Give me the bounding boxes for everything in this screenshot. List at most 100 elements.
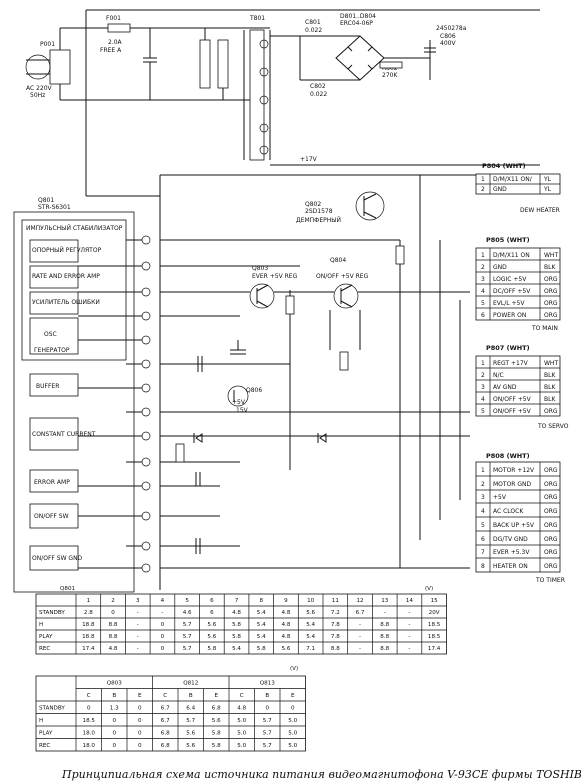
- p808-pin3-col: ORG: [544, 494, 558, 501]
- p805-pin6-col: ORG: [544, 312, 558, 319]
- p808-pin1-sig: MOTOR +12V: [493, 467, 535, 474]
- table2-cell: 6.4: [186, 706, 195, 712]
- table1-cell: 5.8: [207, 646, 216, 652]
- p808-pin2-col: ORG: [544, 481, 558, 488]
- p808-pin6-col: ORG: [544, 536, 558, 543]
- bridge-cap2-val: 0.022: [310, 91, 327, 98]
- p804-pin2-col: YL: [543, 186, 552, 193]
- table2-group: Q813: [260, 681, 276, 687]
- table1-cell: 5.8: [232, 622, 241, 628]
- table2-cell: 0: [138, 743, 142, 749]
- table1-cell: 4.8: [281, 610, 290, 616]
- p808-pin5-sig: BACK UP +5V: [493, 522, 535, 529]
- table1-cell: 0: [161, 622, 165, 628]
- table1-cell: -: [137, 634, 139, 640]
- p808-name: P808 (WHT): [486, 452, 530, 460]
- p807-pin1: 1: [481, 360, 485, 367]
- p807-pin4-sig: ON/OFF +5V: [493, 396, 532, 403]
- table2-cell: 6.8: [161, 731, 170, 737]
- p808-pin4: 4: [481, 508, 485, 515]
- table1-header: 4: [161, 598, 165, 604]
- bridge-r: R802: [382, 65, 398, 72]
- bridge-part: ERC04-06P: [340, 20, 373, 27]
- table2-cell: 5.7: [263, 718, 272, 724]
- connector-p805: P805 (WHT) 1 D/M/X11 ON WHT 2 GND BLK 3 …: [475, 236, 561, 332]
- rail-15v: 15V: [236, 407, 249, 414]
- p808-pin4-sig: AC CLOCK: [493, 508, 524, 515]
- q802-name: Q802: [305, 201, 321, 208]
- table1-cell: 5.4: [232, 646, 241, 652]
- table2-cell: 5.7: [263, 743, 272, 749]
- table1-unit: (V): [425, 586, 433, 592]
- table2-cell: 1.3: [110, 706, 119, 712]
- table2-cell: 5.0: [237, 743, 246, 749]
- table1-cell: 5.6: [306, 610, 315, 616]
- ic-part: STR-S6301: [38, 204, 71, 211]
- ic-block-4: OSC: [44, 331, 57, 338]
- p808-pin3-sig: +5V: [493, 494, 507, 501]
- p808-pin7: 7: [481, 549, 485, 556]
- q806-name: Q806: [246, 387, 262, 394]
- hv-cap: C806: [440, 33, 456, 40]
- table1-cell: 5.8: [232, 634, 241, 640]
- table1-cell: 5.8: [257, 646, 266, 652]
- connector-p808: P808 (WHT) 1 MOTOR +12V ORG 2 MOTOR GND …: [475, 452, 565, 584]
- p805-pin1: 1: [481, 252, 485, 259]
- p808-pin8-col: ORG: [544, 563, 558, 570]
- p808-pin5: 5: [481, 522, 485, 529]
- table2-header: C: [240, 693, 244, 699]
- transistor-q806: Q806: [227, 385, 262, 407]
- table2-cell: 6.8: [212, 706, 221, 712]
- table1-cell: 17.4: [428, 646, 441, 652]
- table1-cell: 0: [161, 634, 165, 640]
- table1-cell: 5.7: [183, 634, 192, 640]
- side-block-constant-current: CONSTANT CURRENT: [32, 431, 96, 438]
- mains-voltage: AC 220V: [26, 85, 53, 92]
- p807-pin3-sig: AV GND: [493, 384, 517, 391]
- table1-cell: 18.8: [82, 622, 95, 628]
- table1-cell: 7.1: [306, 646, 315, 652]
- table1-cell: 0: [161, 646, 165, 652]
- table1-header: 11: [332, 598, 340, 604]
- table1-cell: -: [408, 622, 410, 628]
- table1-cell: -: [137, 622, 139, 628]
- table1-cell: 4.8: [232, 610, 241, 616]
- table1-cell: 5.6: [281, 646, 290, 652]
- table1-cell: -: [137, 646, 139, 652]
- p805-pin6: 6: [481, 312, 485, 319]
- label-dew-heater: DEW HEATER: [520, 207, 560, 214]
- table1-header: 13: [381, 598, 389, 604]
- p808-pin6: 6: [481, 536, 485, 543]
- p805-name: P805 (WHT): [486, 236, 530, 244]
- p805-pin2-sig: GND: [493, 264, 507, 271]
- p808-pin8: 8: [481, 563, 485, 570]
- transformer-name: T801: [249, 15, 265, 22]
- bridge-cap-val: 0.022: [305, 27, 322, 34]
- transistor-q803: Q803 EVER +5V REG: [249, 265, 298, 309]
- p807-pin2-sig: N/C: [493, 372, 504, 379]
- fuse-name: F001: [106, 15, 121, 22]
- table2-cell: 0: [87, 706, 91, 712]
- ic-block-1: ОПОРНЫЙ РЕГУЛЯТОР: [32, 247, 102, 254]
- ic-block-2: RATE AND ERROR AMP: [32, 273, 100, 280]
- table1-header: 9: [284, 598, 288, 604]
- table2-header: B: [265, 693, 269, 699]
- table2-cell: 5.7: [186, 718, 195, 724]
- table1-cell: 6.7: [356, 610, 365, 616]
- p805-pin3: 3: [481, 276, 485, 283]
- table1-cell: 20V: [429, 610, 440, 616]
- bridge-cap2: C802: [310, 83, 326, 90]
- table1-cell: 5.6: [207, 622, 216, 628]
- bridge-r-val: 270K: [382, 72, 398, 79]
- mains-input: P001 AC 220V 50Hz F001 2.0A FREE A: [25, 15, 255, 101]
- table2-cell: 6.7: [161, 706, 170, 712]
- q804-name: Q804: [330, 257, 346, 264]
- table1-cell: 8.8: [380, 646, 389, 652]
- table2-cell: 5.7: [263, 731, 272, 737]
- table2-cell: 0: [138, 731, 142, 737]
- table1-header: 1: [87, 598, 91, 604]
- rail-ever-5v: EVER +5V REG: [252, 273, 298, 280]
- p805-pin2-col: BLK: [544, 264, 556, 271]
- q802-note: ДЕМПФЕРНЫЙ: [296, 217, 341, 224]
- p804-pin1-n: 1: [481, 176, 485, 183]
